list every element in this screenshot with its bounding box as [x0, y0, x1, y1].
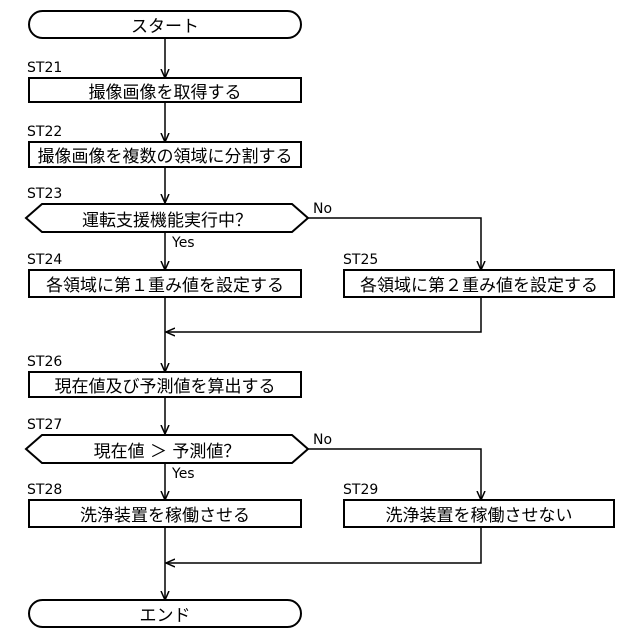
step-st21-box: 撮像画像を取得する: [28, 77, 302, 103]
step-st25-text: 各領域に第２重み値を設定する: [360, 271, 598, 296]
step-st24-text: 各領域に第１重み値を設定する: [46, 271, 284, 296]
step-st26-box: 現在値及び予測値を算出する: [28, 371, 302, 398]
step-id-st29: ST29: [343, 482, 378, 498]
decision-st23-text: 運転支援機能実行中？: [82, 206, 252, 231]
step-st24-box: 各領域に第１重み値を設定する: [28, 269, 302, 298]
step-id-st23: ST23: [27, 186, 62, 202]
arrow-st25-merge: [166, 297, 481, 332]
decision-st27-no-label: No: [313, 432, 332, 448]
step-st22-box: 撮像画像を複数の領域に分割する: [28, 141, 302, 168]
step-id-st21: ST21: [27, 60, 62, 76]
decision-st23-no-label: No: [313, 201, 332, 217]
step-id-st25: ST25: [343, 252, 378, 268]
start-terminal: スタート: [28, 10, 302, 39]
step-st22-text: 撮像画像を複数の領域に分割する: [38, 142, 293, 167]
step-st28-text: 洗浄装置を稼働させる: [80, 501, 250, 526]
decision-st23-text-wrap: 運転支援機能実行中？: [42, 204, 292, 232]
decision-st27-text-wrap: 現在値 ＞ 予測値？: [42, 435, 292, 463]
arrow-st27-no: [308, 449, 481, 500]
decision-st27-text: 現在値 ＞ 予測値？: [94, 437, 241, 462]
step-st28-box: 洗浄装置を稼働させる: [28, 499, 302, 528]
step-id-st27: ST27: [27, 417, 62, 433]
arrow-st29-merge: [166, 527, 481, 563]
end-terminal: エンド: [28, 599, 302, 628]
step-st21-text: 撮像画像を取得する: [89, 78, 242, 103]
decision-st27-yes-label: Yes: [172, 466, 195, 482]
step-id-st22: ST22: [27, 124, 62, 140]
step-id-st26: ST26: [27, 354, 62, 370]
decision-st23-yes-label: Yes: [172, 235, 195, 251]
step-st25-box: 各領域に第２重み値を設定する: [343, 269, 615, 298]
step-id-st24: ST24: [27, 252, 62, 268]
start-label: スタート: [131, 12, 199, 37]
step-id-st28: ST28: [27, 482, 62, 498]
step-st29-box: 洗浄装置を稼働させない: [343, 499, 615, 528]
step-st26-text: 現在値及び予測値を算出する: [55, 372, 276, 397]
step-st29-text: 洗浄装置を稼働させない: [386, 501, 573, 526]
arrow-st23-no: [308, 218, 481, 270]
end-label: エンド: [140, 601, 191, 626]
